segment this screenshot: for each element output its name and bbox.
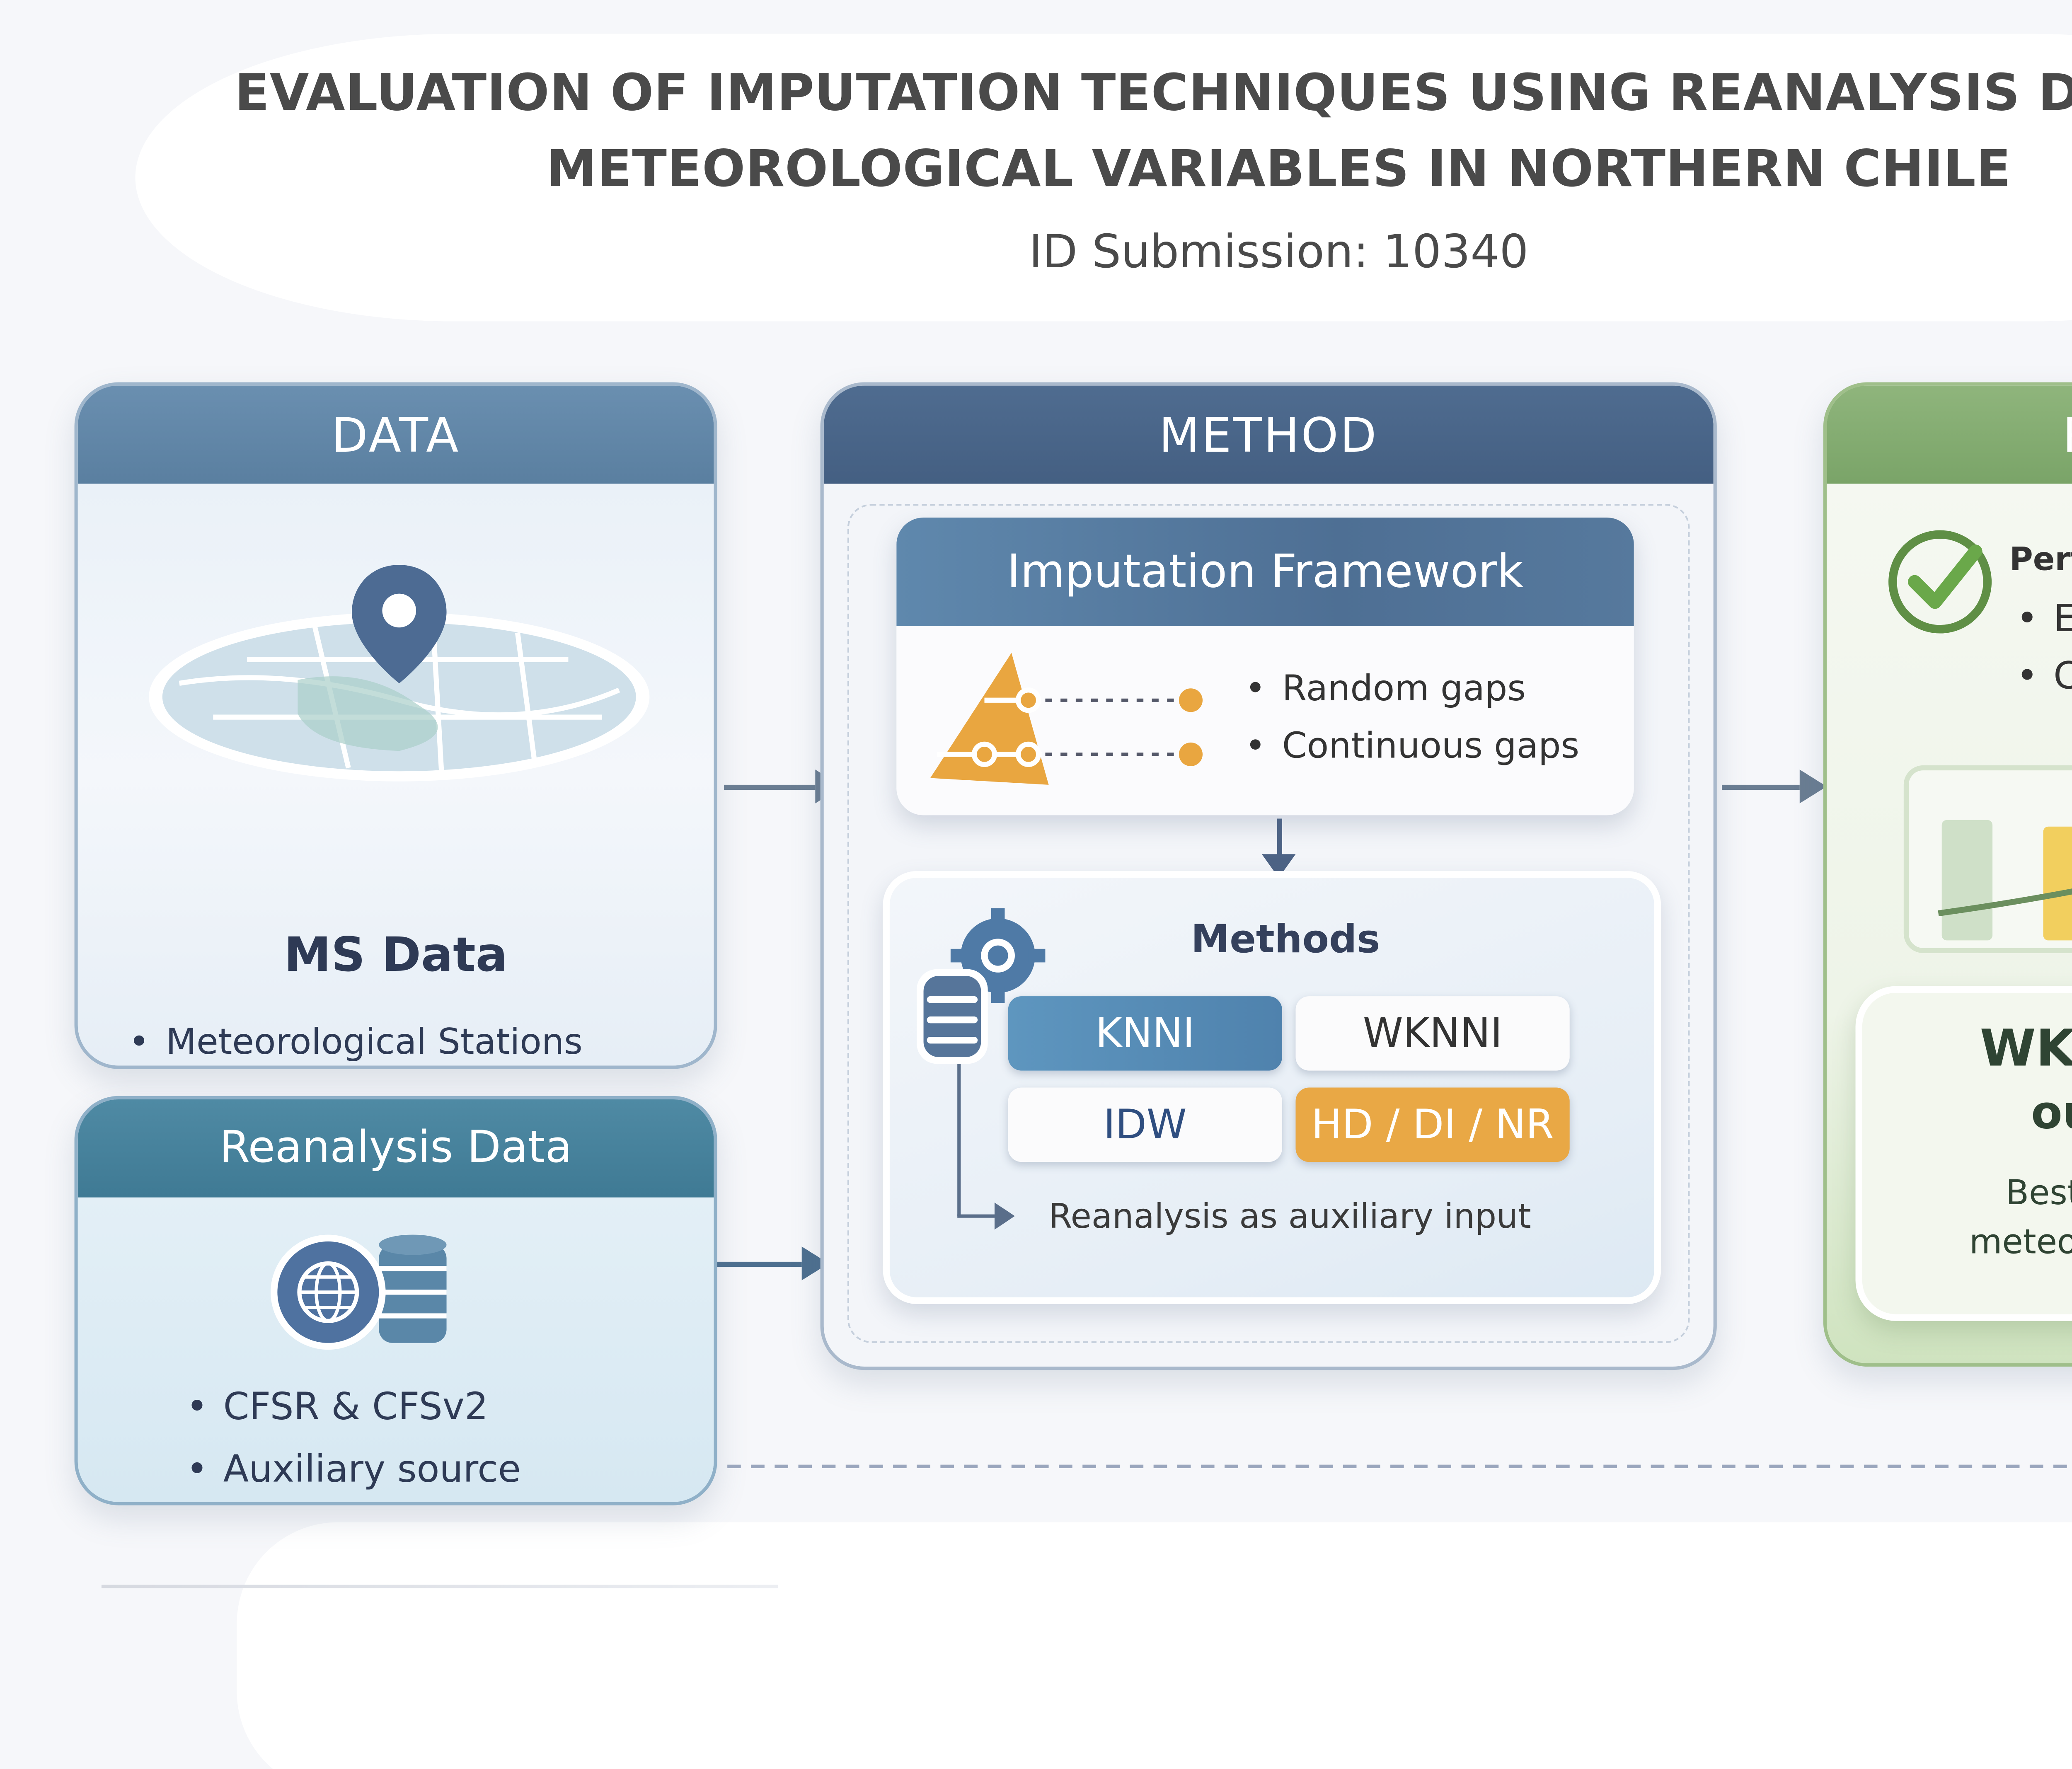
method-dashed-frame [847, 504, 1690, 1343]
reanalysis-panel-header: Reanalysis Data [77, 1099, 714, 1198]
imputation-framework-card: Imputation Framework Random gaps Continu… [896, 517, 1634, 816]
data-panel: DATA MS Data Meteorological Stations Tim… [74, 382, 717, 1069]
framework-title: Imputation Framework [896, 517, 1634, 626]
results-panel-header: RESULTS [1827, 385, 2072, 484]
arrow-head [1799, 770, 1827, 803]
check-circle-icon [1888, 530, 1992, 634]
methods-card: Methods KNNI WKNNI IDW HD / DI / NR [883, 871, 1661, 1304]
submission-id: ID Submission: 10340 [1029, 226, 1529, 279]
conclusion-title-line-1: WKNNI & IDW [1980, 1020, 2072, 1079]
data-panel-header: DATA [77, 385, 714, 484]
database-icon [917, 969, 988, 1064]
framework-bullets: Random gaps Continuous gaps [1245, 660, 1579, 775]
mini-chart-bar [1941, 820, 1993, 941]
method-chip-knni: KNNI [1008, 996, 1282, 1071]
bullet-item: Error analysis [2016, 592, 2072, 650]
reanalysis-icons [271, 1234, 447, 1350]
method-panel-header: METHOD [823, 385, 1714, 484]
conclusion-card: WKNNI & IDW outperform Best performance … [1855, 986, 2072, 1321]
map-pin-icon [149, 565, 650, 782]
conclusion-text-line-2: meteorological variables [1969, 1221, 2072, 1262]
gear-database-icon [917, 908, 1046, 1064]
ms-data-bullets: Meteorological Stations Time series with… [128, 1012, 583, 1066]
title-line-2: METEOROLOGICAL VARIABLES IN NORTHERN CHI… [546, 140, 2011, 200]
arrow-reanalysis-to-method [717, 1261, 802, 1267]
arrow-framework-to-methods [1277, 818, 1282, 856]
method-chip-idw: IDW [1008, 1087, 1282, 1162]
mini-chart-bar [2043, 826, 2072, 941]
bar-chart-trend-icon [1903, 765, 2072, 953]
footer-backdrop [237, 1522, 2072, 1769]
method-chip-hd-di-nr: HD / DI / NR [1295, 1087, 1570, 1162]
bullet-item: Random gaps [1245, 660, 1579, 717]
data-panel-body: MS Data Meteorological Stations Time ser… [77, 484, 714, 1066]
performance-evaluation-title: Performance Evaluation [2009, 541, 2072, 578]
bullet-item: Meteorological Stations [128, 1012, 583, 1066]
database-icon [379, 1234, 447, 1343]
auxiliary-connector [957, 1214, 995, 1218]
reanalysis-bullets: CFSR & CFSv2 Auxiliary source [186, 1377, 521, 1502]
evaluation-bullets: Error analysis Correlation metrics [2016, 592, 2072, 707]
ms-data-title: MS Data [284, 927, 508, 983]
conclusion-text-line-1: Best performance in [2006, 1172, 2072, 1213]
bullet-item: Correlation metrics [2016, 649, 2072, 707]
reanalysis-panel-body: CFSR & CFSv2 Auxiliary source [77, 1197, 714, 1502]
footer-divider-left [101, 1585, 778, 1588]
auxiliary-connector [957, 1064, 961, 1216]
bullet-item: Auxiliary source [186, 1439, 521, 1502]
auxiliary-input-note: Reanalysis as auxiliary input [1048, 1195, 1531, 1237]
globe-icon [271, 1234, 386, 1350]
reanalysis-panel: Reanalysis Data CFSR & CFSv2 Auxil [74, 1096, 717, 1505]
methods-title: Methods [1191, 918, 1380, 963]
bullet-item: CFSR & CFSv2 [186, 1377, 521, 1439]
gap-timeline-icon [930, 653, 1203, 785]
arrow-data-to-method [724, 784, 816, 790]
arrow-method-to-results [1722, 784, 1800, 790]
method-chip-wknni: WKNNI [1295, 996, 1570, 1071]
title-line-1: EVALUATION OF IMPUTATION TECHNIQUES USIN… [235, 64, 2072, 123]
conclusion-title-line-2: outperform [2031, 1087, 2072, 1140]
trend-line [1938, 888, 2072, 917]
title-backdrop [135, 34, 2072, 322]
feedback-dashed-connector [727, 1464, 2072, 1468]
arrow-head [994, 1203, 1015, 1230]
bullet-item: Continuous gaps [1245, 717, 1579, 775]
